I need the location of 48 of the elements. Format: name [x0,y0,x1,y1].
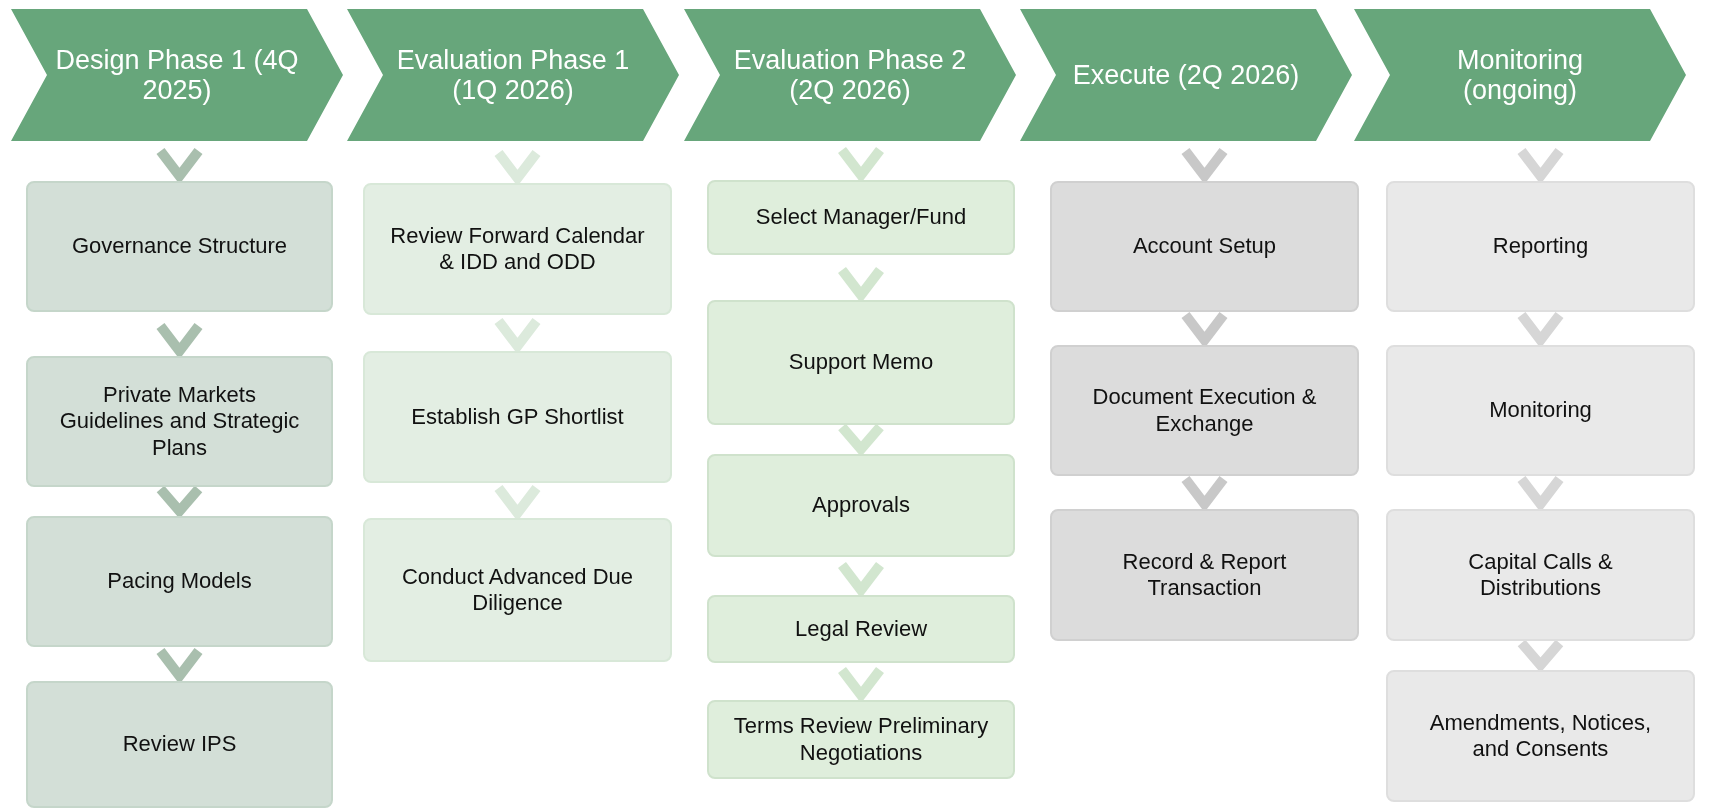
step-box [707,454,1015,557]
phase-header [347,9,679,141]
step-box [26,181,333,312]
step-text: Conduct Advanced Due Diligence [400,563,635,617]
step-box [707,180,1015,255]
step-text: Account Setup [1132,233,1277,260]
step-box [1386,509,1695,641]
step-box [26,516,333,647]
step-text: Review Forward Calendar & IDD and ODD [389,222,646,276]
phase-header [684,9,1016,141]
step-box [707,300,1015,425]
step-text: Establish GP Shortlist [411,403,624,431]
phase-title: Evaluation Phase 2 (2Q 2026) [732,44,968,106]
step-box [707,595,1015,663]
step-text: Reporting [1492,233,1589,260]
phase-header [1020,9,1352,141]
phase-title: Monitoring (ongoing) [1455,44,1585,106]
step-text: Terms Review Preliminary Negotiations [733,713,989,766]
step-text: Pacing Models [107,568,252,595]
step-text: Support Memo [788,349,934,376]
step-text: Document Execution & Exchange [1091,384,1318,437]
step-box [26,681,333,808]
step-text: Select Manager/Fund [755,204,967,231]
step-box [707,700,1015,779]
phase-title: Execute (2Q 2026) [1072,59,1300,91]
step-box [363,518,672,662]
step-text: Record & Report Transaction [1121,548,1288,602]
step-box [1386,670,1695,802]
step-box [1050,181,1359,312]
phase-header [1354,9,1686,141]
step-box [1050,345,1359,476]
phase-title: Evaluation Phase 1 (1Q 2026) [395,44,631,106]
step-box [26,356,333,487]
step-text: Monitoring [1489,397,1592,424]
step-box [1386,181,1695,312]
step-box [1050,509,1359,641]
step-text: Legal Review [794,615,928,643]
phase-header [11,9,343,141]
phase-title: Design Phase 1 (4Q 2025) [55,44,299,106]
step-text: Review IPS [122,731,237,758]
step-box [363,183,672,315]
step-box [363,351,672,483]
step-text: Amendments, Notices, and Consents [1428,709,1653,763]
step-text: Governance Structure [71,233,288,260]
step-text: Capital Calls & Distributions [1467,548,1614,602]
step-text: Private Markets Guidelines and Strategic Plans [58,381,301,462]
step-text: Approvals [812,492,910,519]
step-box [1386,345,1695,476]
